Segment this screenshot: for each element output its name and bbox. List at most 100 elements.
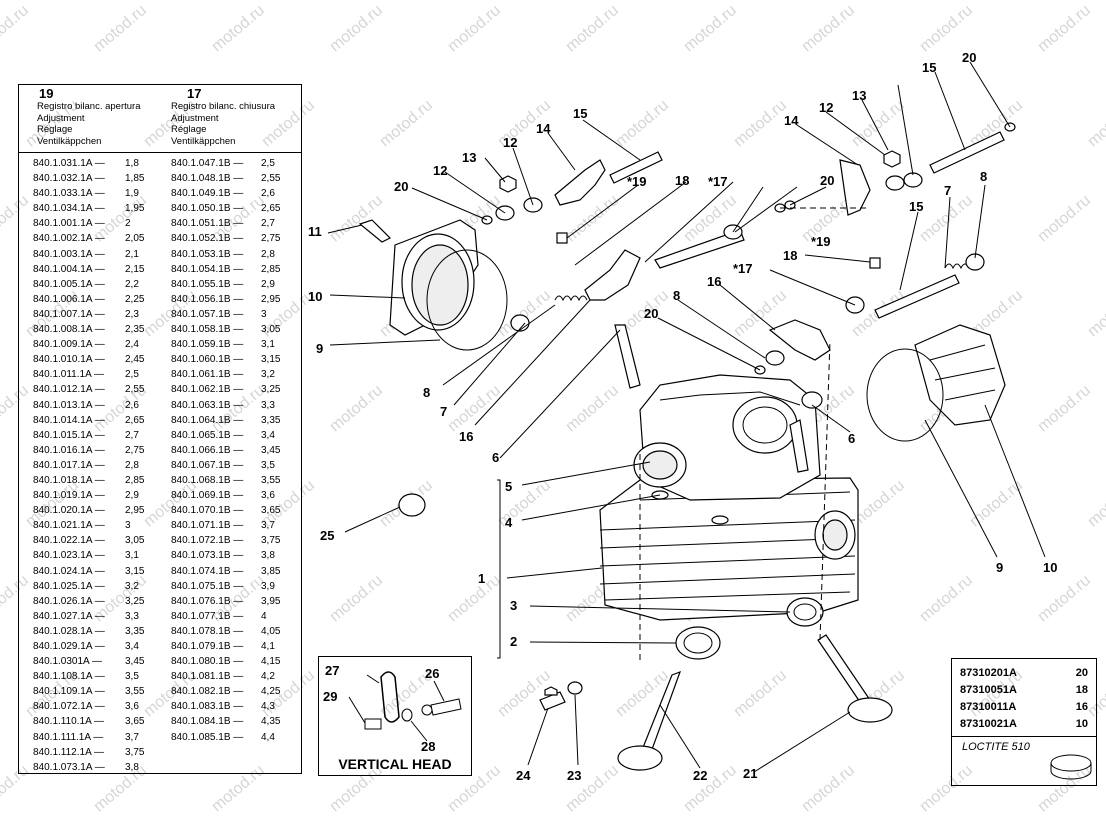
shim-thickness: 2,65 [261,203,281,215]
table-row: 840.1.024.1A —3,15 [33,564,163,579]
table-row: 840.1.050.1B —2,65 [171,201,299,216]
right-column-ref: 17 [187,86,202,101]
part-code: 840.1.059.1B — [171,339,244,351]
part-code: 840.1.074.1B — [171,565,244,577]
table-row: 840.1.056.1B —2,95 [171,292,299,307]
callout-28: 28 [421,739,436,754]
table-row: 840.1.108.1A —3,5 [33,669,163,684]
shim-thickness: 3,9 [261,580,275,592]
callout-label: 9 [316,341,323,356]
table-row: 840.1.110.1A —3,65 [33,714,163,729]
shim-thickness: 4,4 [261,731,275,743]
callout-label: *17 [708,174,728,189]
table-row: 840.1.071.1B —3,7 [171,518,299,533]
part-code: 840.1.007.1A — [33,308,105,320]
part-code: 840.1.081.1B — [171,671,244,683]
part-code: 840.1.065.1B — [171,429,244,441]
shim-thickness: 3,75 [261,535,281,547]
table-row: 840.1.109.1A —3,55 [33,684,163,699]
shim-thickness: 3,05 [125,535,145,547]
table-row: 840.1.079.1B —4,1 [171,639,299,654]
shim-thickness: 2,55 [125,384,145,396]
part-code: 840.1.078.1B — [171,625,244,637]
table-row: 840.1.017.1A —2,8 [33,458,163,473]
shim-thickness: 2,85 [261,263,281,275]
shim-thickness: 3,4 [125,641,139,652]
table-row: 840.1.018.1A —2,85 [33,473,163,488]
shim-thickness: 1,85 [125,173,145,185]
kit-code: 87310051A [960,684,1017,696]
shim-thickness: 2,8 [125,459,139,471]
table-row: 840.1.076.1B —3,95 [171,594,299,609]
table-row: 840.1.010.1A —2,45 [33,352,163,367]
callout-label: 25 [320,528,334,543]
part-code: 840.1.111.1A — [33,731,104,743]
part-code: 840.1.051.1B — [171,218,244,230]
table-row: 840.1.016.1A —2,75 [33,443,163,458]
table-row: 840.1.066.1B —3,45 [171,443,299,458]
shim-thickness: 4,2 [261,671,275,683]
table-row: 840.1.061.1B —3,2 [171,367,299,382]
part-code: 840.1.064.1B — [171,414,244,426]
shim-thickness: 3,45 [125,656,145,668]
part-code: 840.1.068.1B — [171,474,244,486]
shim-thickness: 1,95 [125,203,145,215]
leader-lines [327,61,1046,773]
part-code: 840.1.025.1A — [33,580,105,592]
table-row: 840.1.051.1B — 2,7 [171,216,299,231]
table-row: 840.1.021.1A —3 [33,518,163,533]
kit-ref: 16 [1075,701,1088,713]
table-row: 840.1.003.1A —2,1 [33,247,163,262]
part-code: 840.1.085.1B — [171,731,244,743]
part-code: 840.1.110.1A — [33,716,104,728]
table-row: 840.1.026.1A —3,25 [33,594,163,609]
part-code: 840.1.014.1A — [33,414,105,426]
shim-thickness: 2,7 [261,218,275,230]
part-code: 840.1.031.1A — [33,158,105,169]
part-code: 840.1.084.1B — [171,716,244,728]
part-code: 840.1.020.1A — [33,505,105,517]
callout-label: 8 [980,169,987,184]
kit-ref: 10 [1075,718,1088,730]
table-row: 840.1.058.1B —3,05 [171,322,299,337]
right-header-title: Registro bilanc. chiusura [171,101,276,112]
gasket-ring-drawing [1050,754,1092,780]
callout-label: 14 [536,121,551,136]
shim-thickness: 3,1 [125,550,139,562]
table-row: 840.1.031.1A — 1,8 [33,156,163,171]
shim-thickness: 2,65 [125,414,145,426]
shim-thickness: 3,6 [261,490,275,502]
part-code: 840.1.048.1B — [171,173,244,185]
table-row: 840.1.011.1A —2,5 [33,367,163,382]
part-code: 840.1.016.1A — [33,444,105,456]
left-header-title: Registro bilanc. apertura [37,101,141,112]
table-row: 840.1.004.1A —2,15 [33,262,163,277]
part-code: 840.1.052.1B — [171,233,244,245]
kit-code: 87310201A [960,667,1017,679]
shim-thickness: 4,35 [261,716,281,728]
shim-thickness: 3,35 [125,625,145,637]
callout-label: 8 [423,385,430,400]
shim-thickness: 2,6 [261,188,275,200]
table-row: 840.1.027.1A —3,3 [33,609,163,624]
table-row: 840.1.025.1A —3,2 [33,579,163,594]
callout-label: 12 [819,100,833,115]
part-code: 840.1.070.1B — [171,505,244,517]
callout-label: 7 [944,183,951,198]
cylinder-head-assembly [497,374,859,659]
part-code: 840.1.075.1B — [171,580,244,592]
shim-thickness: 3,2 [261,369,275,381]
shim-thickness: 3,8 [125,761,139,773]
part-code: 840.1.022.1A — [33,535,105,547]
shim-thickness: 4,25 [261,686,281,698]
table-row: 840.1.029.1A —3,4 [33,639,163,654]
shim-thickness: 3,5 [125,671,139,683]
part-code: 840.1.057.1B — [171,308,244,320]
table-row: 840.1.078.1B —4,05 [171,624,299,639]
callout-label: 16 [459,429,473,444]
shim-thickness: 1,8 [125,158,139,169]
shim-thickness: 3 [125,520,131,532]
shim-thickness: 3,8 [261,550,275,562]
